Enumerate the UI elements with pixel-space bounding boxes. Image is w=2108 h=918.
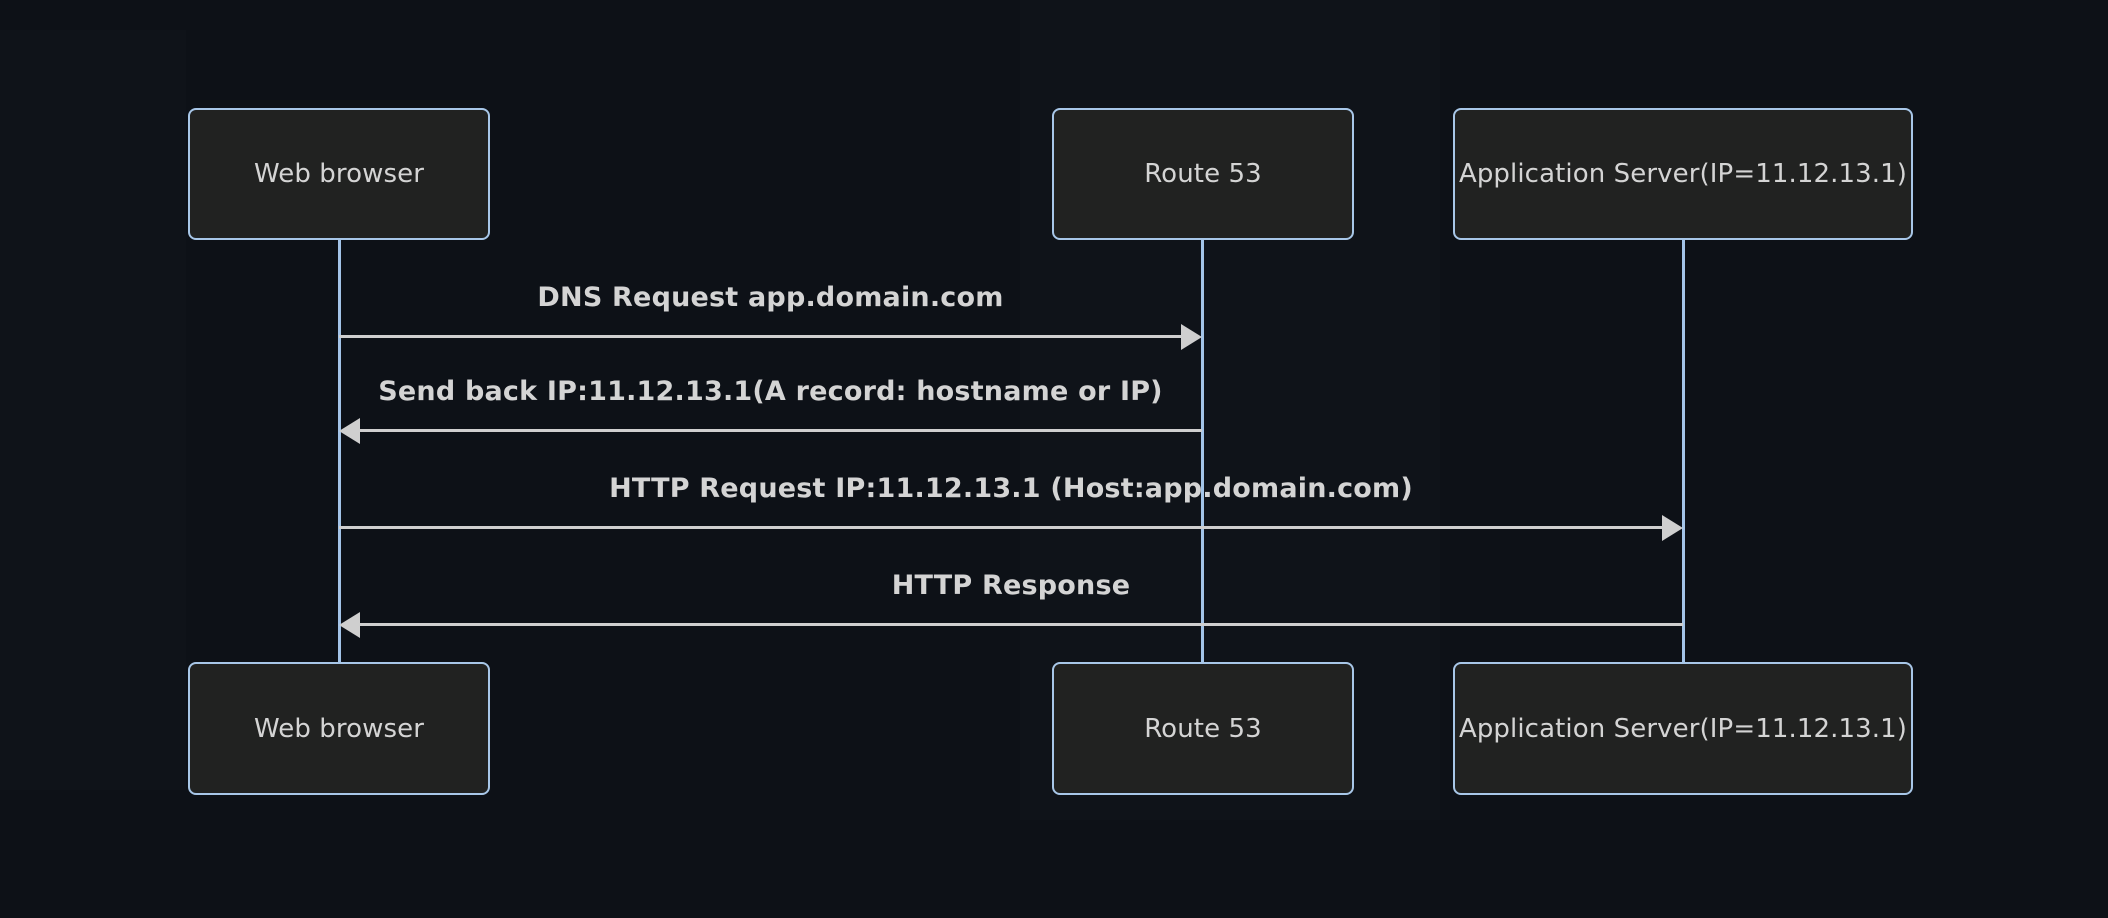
participant-box-route-53-top[interactable]: Route 53 [1052,108,1354,240]
lifeline-app-server [1682,240,1685,670]
background-panel-left [0,30,186,790]
participant-label-route-53-bottom: Route 53 [1144,713,1262,744]
participant-label-app-server-top: Application Server(IP=11.12.13.1) [1458,159,1908,189]
message-label-2: Send back IP:11.12.13.1(A record: hostna… [378,376,1163,407]
participant-box-app-server-bottom[interactable]: Application Server(IP=11.12.13.1) [1453,662,1913,795]
message-label-4: HTTP Response [891,570,1131,601]
participant-box-web-browser-bottom[interactable]: Web browser [188,662,490,795]
message-line-3 [339,526,1662,529]
participant-box-web-browser-top[interactable]: Web browser [188,108,490,240]
participant-box-app-server-top[interactable]: Application Server(IP=11.12.13.1) [1453,108,1913,240]
message-label-3: HTTP Request IP:11.12.13.1 (Host:app.dom… [609,473,1413,504]
message-line-1 [339,335,1181,338]
participant-label-web-browser-top: Web browser [253,159,425,189]
lifeline-web-browser [338,240,341,670]
message-arrowhead-left-4 [339,612,360,638]
participant-label-web-browser-bottom: Web browser [253,713,425,744]
participant-box-route-53-bottom[interactable]: Route 53 [1052,662,1354,795]
lifeline-route-53 [1201,240,1204,670]
message-label-1: DNS Request app.domain.com [537,282,1004,313]
message-arrowhead-left-2 [339,418,360,444]
message-arrowhead-right-3 [1662,515,1683,541]
message-line-4 [360,623,1683,626]
participant-label-app-server-bottom: Application Server(IP=11.12.13.1) [1458,713,1908,744]
message-arrowhead-right-1 [1181,324,1202,350]
message-line-2 [360,429,1202,432]
participant-label-route-53-top: Route 53 [1144,159,1262,189]
